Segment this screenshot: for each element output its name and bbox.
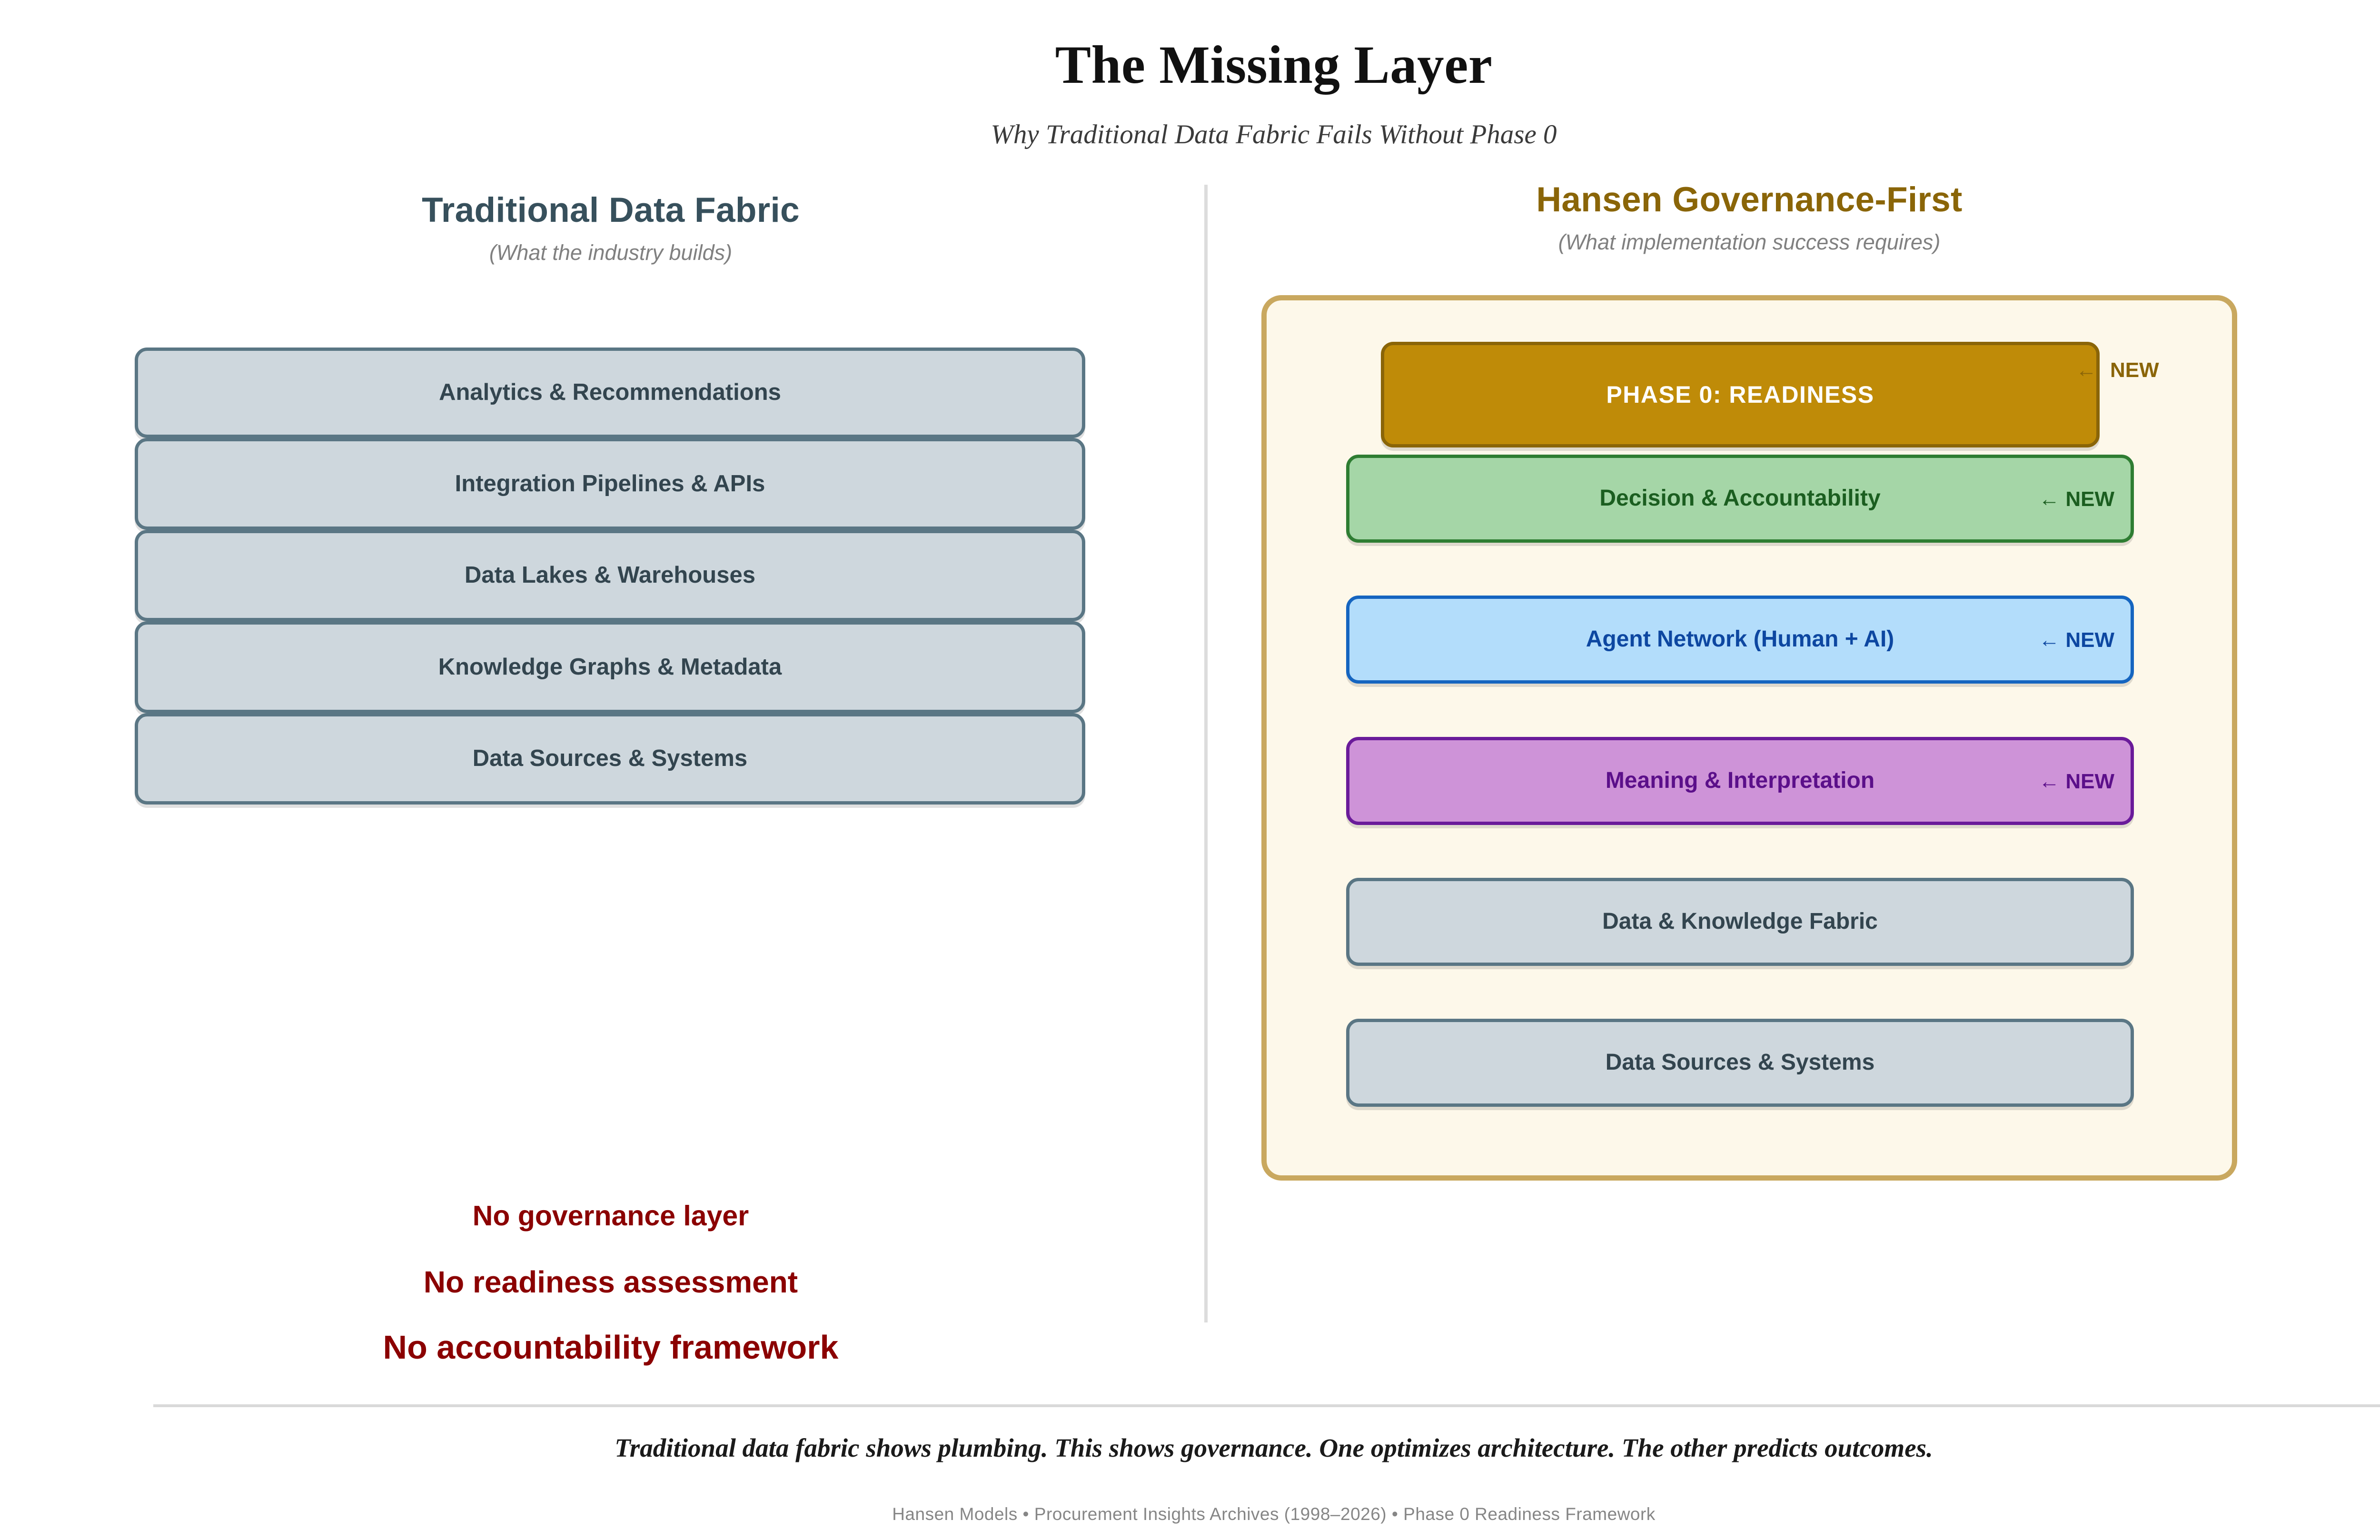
governance-stack: PHASE 0: READINESS ← NEW Decision & Accou…: [1267, 300, 2242, 1186]
layer-label: Data Lakes & Warehouses: [465, 562, 755, 588]
layer-label: Agent Network (Human + AI): [1586, 626, 1894, 652]
arrow-left-icon: ←: [2076, 358, 2097, 382]
layer-label: Knowledge Graphs & Metadata: [438, 654, 782, 680]
layer-data-sources-systems[interactable]: Data Sources & Systems: [135, 713, 1085, 805]
layer-meaning-interpretation[interactable]: Meaning & Interpretation ← NEW: [1346, 737, 2134, 825]
column-divider: [1204, 185, 1208, 1322]
right-column-header: Hansen Governance-First (What implementa…: [1261, 180, 2237, 255]
footer-divider: [153, 1404, 2380, 1407]
new-badge-agent-network: ← NEW: [2039, 628, 2114, 652]
layer-label: Meaning & Interpretation: [1605, 768, 1875, 794]
layer-label: Data Sources & Systems: [472, 745, 748, 772]
left-column-title: Traditional Data Fabric: [422, 191, 800, 229]
layer-label: Decision & Accountability: [1599, 486, 1881, 511]
new-badge-decision-accountability: ← NEW: [2039, 487, 2114, 511]
layer-phase-0-readiness[interactable]: PHASE 0: READINESS: [1381, 342, 2100, 447]
page-subtitle: Why Traditional Data Fabric Fails Withou…: [991, 119, 1557, 149]
left-column-header: Traditional Data Fabric (What the indust…: [135, 190, 1087, 265]
warning-no-readiness-assessment: No readiness assessment: [423, 1265, 798, 1299]
right-column-title: Hansen Governance-First: [1536, 180, 1963, 219]
layer-knowledge-graphs-metadata[interactable]: Knowledge Graphs & Metadata: [135, 621, 1085, 713]
layer-data-sources-systems-right[interactable]: Data Sources & Systems: [1346, 1019, 2134, 1107]
layer-analytics-recommendations[interactable]: Analytics & Recommendations: [135, 348, 1085, 438]
layer-label: PHASE 0: READINESS: [1606, 381, 1874, 408]
warning-no-accountability-framework: No accountability framework: [383, 1329, 839, 1366]
new-badge-label: NEW: [2110, 358, 2159, 382]
traditional-gaps-list: No governance layer No readiness assessm…: [135, 1200, 1087, 1366]
footer-quote: Traditional data fabric shows plumbing. …: [615, 1433, 1933, 1462]
layer-label: Data Sources & Systems: [1605, 1050, 1875, 1075]
layer-decision-accountability[interactable]: Decision & Accountability ← NEW: [1346, 455, 2134, 543]
layer-label: Data & Knowledge Fabric: [1602, 909, 1878, 934]
new-badge-phase-0: ← NEW: [2076, 358, 2159, 382]
new-badge-meaning-interpretation: ← NEW: [2039, 770, 2114, 793]
layer-data-lakes-warehouses[interactable]: Data Lakes & Warehouses: [135, 530, 1085, 621]
governance-first-panel: PHASE 0: READINESS ← NEW Decision & Accou…: [1261, 295, 2237, 1181]
layer-agent-network[interactable]: Agent Network (Human + AI) ← NEW: [1346, 596, 2134, 684]
layer-integration-pipelines-apis[interactable]: Integration Pipelines & APIs: [135, 438, 1085, 530]
layer-label: Integration Pipelines & APIs: [455, 470, 765, 497]
page-title: The Missing Layer: [1055, 35, 1493, 95]
warning-no-governance-layer: No governance layer: [472, 1200, 749, 1232]
layer-data-knowledge-fabric[interactable]: Data & Knowledge Fabric: [1346, 878, 2134, 966]
right-column-subtitle: (What implementation success requires): [1558, 230, 1941, 254]
left-column-subtitle: (What the industry builds): [489, 240, 733, 265]
layer-label: Analytics & Recommendations: [439, 379, 781, 406]
footer-attribution: Hansen Models • Procurement Insights Arc…: [892, 1504, 1656, 1524]
